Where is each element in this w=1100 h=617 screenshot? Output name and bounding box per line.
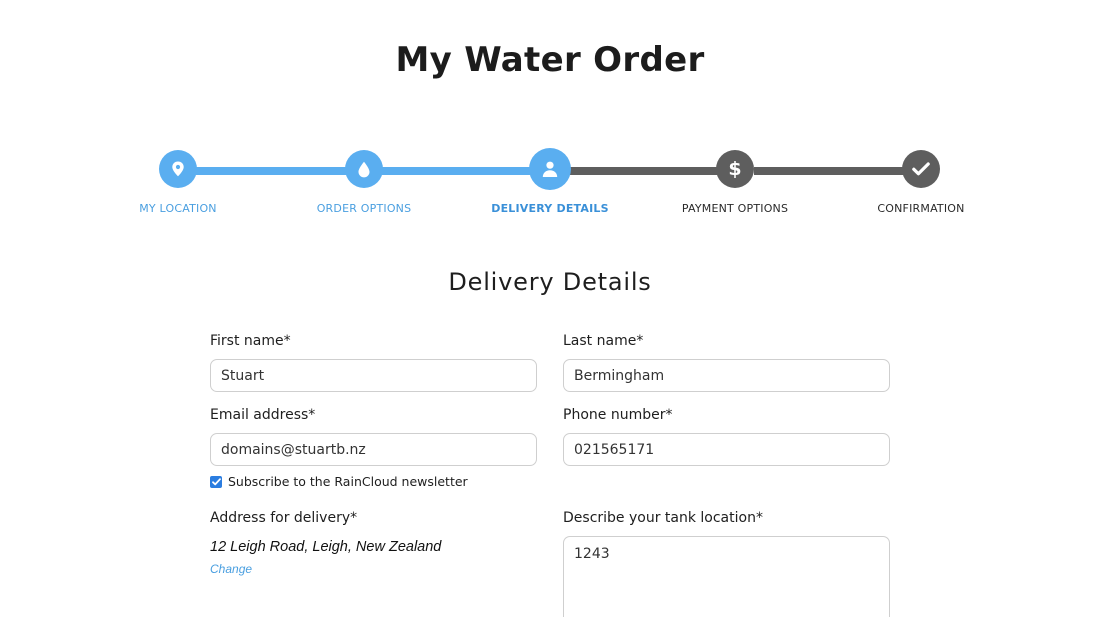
- email-value: domains@stuartb.nz: [221, 441, 366, 458]
- step-my-location[interactable]: [159, 150, 197, 188]
- step-label-order-options: ORDER OPTIONS: [316, 202, 412, 215]
- step-connector-1: [196, 167, 348, 175]
- first-name-value: Stuart: [221, 367, 265, 384]
- email-label: Email address*: [210, 407, 316, 423]
- step-delivery-details[interactable]: [529, 148, 571, 190]
- tank-location-label: Describe your tank location*: [563, 510, 763, 526]
- user-icon: [542, 161, 558, 177]
- tank-location-textarea[interactable]: 1243: [563, 536, 890, 617]
- first-name-input[interactable]: Stuart: [210, 359, 537, 392]
- last-name-input[interactable]: Bermingham: [563, 359, 890, 392]
- step-label-delivery-details: DELIVERY DETAILS: [491, 202, 609, 215]
- last-name-label: Last name*: [563, 333, 644, 349]
- change-address-link[interactable]: Change: [210, 562, 253, 576]
- progress-stepper: MY LOCATION ORDER OPTIONS DELIVERY DETAI…: [0, 148, 1100, 228]
- step-payment-options[interactable]: $: [716, 150, 754, 188]
- newsletter-row: Subscribe to the RainCloud newsletter: [210, 474, 468, 489]
- section-title: Delivery Details: [448, 268, 652, 296]
- newsletter-label: Subscribe to the RainCloud newsletter: [228, 474, 468, 489]
- email-input[interactable]: domains@stuartb.nz: [210, 433, 537, 466]
- dollar-icon: $: [728, 157, 742, 180]
- phone-input[interactable]: 021565171: [563, 433, 890, 466]
- address-label: Address for delivery*: [210, 510, 358, 526]
- newsletter-checkbox[interactable]: [210, 475, 222, 488]
- first-name-label: First name*: [210, 333, 291, 349]
- step-order-options[interactable]: [345, 150, 383, 188]
- step-confirmation[interactable]: [902, 150, 940, 188]
- step-label-payment-options: PAYMENT OPTIONS: [681, 202, 789, 215]
- step-connector-4: [754, 167, 904, 175]
- tank-location-value: 1243: [574, 546, 610, 562]
- checkmark-icon: [912, 162, 930, 176]
- step-connector-2: [382, 167, 534, 175]
- address-value: 12 Leigh Road, Leigh, New Zealand: [210, 539, 442, 555]
- step-label-my-location: MY LOCATION: [139, 202, 217, 215]
- page-title: My Water Order: [395, 40, 705, 80]
- last-name-value: Bermingham: [574, 367, 665, 384]
- phone-label: Phone number*: [563, 407, 673, 423]
- step-label-confirmation: CONFIRMATION: [877, 202, 965, 215]
- map-pin-icon: [172, 161, 184, 177]
- phone-value: 021565171: [574, 441, 655, 458]
- checkbox-check-icon: [211, 477, 221, 485]
- water-drop-icon: [358, 161, 370, 177]
- step-connector-3: [570, 167, 718, 175]
